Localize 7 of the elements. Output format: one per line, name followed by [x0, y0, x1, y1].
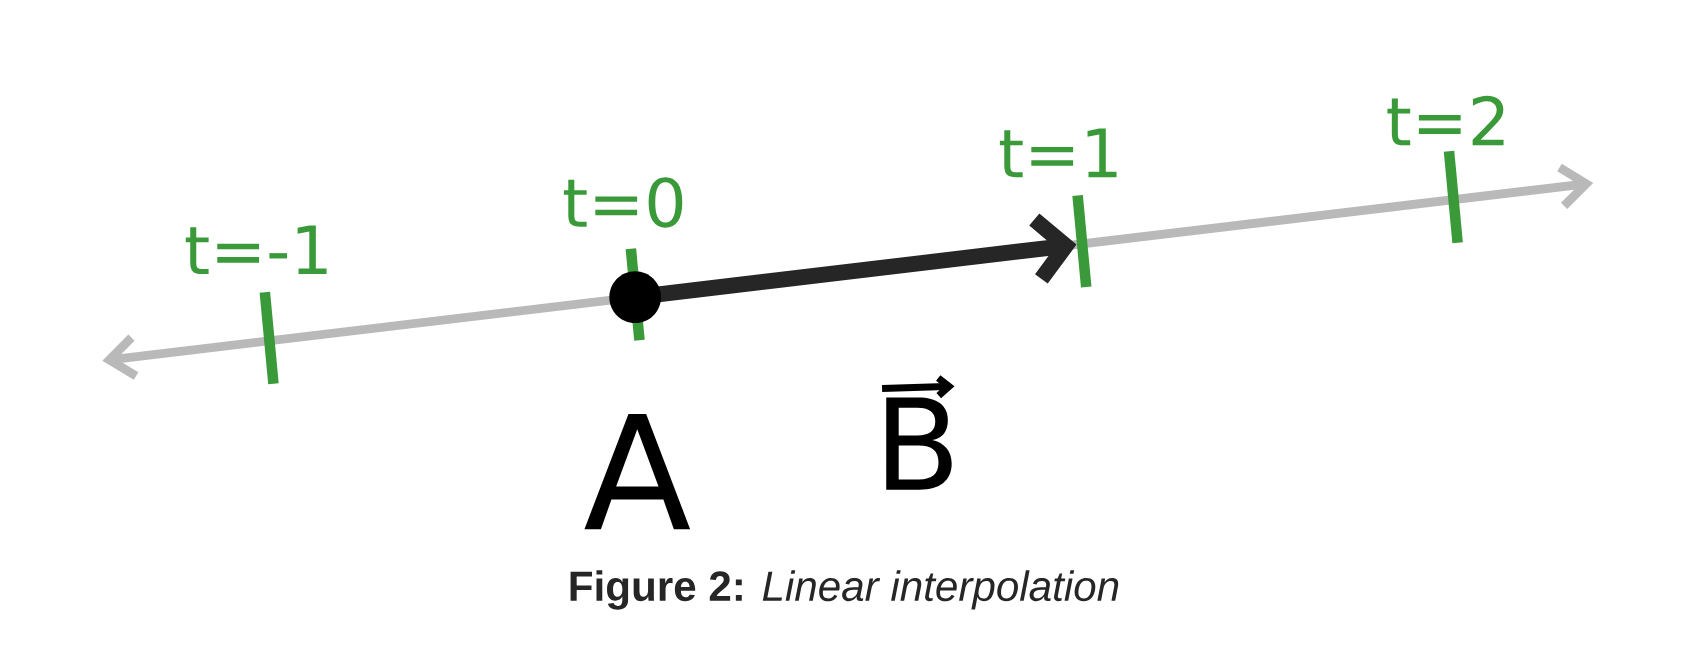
figure-caption: Figure 2: Linear interpolation — [570, 570, 1119, 610]
tick-label: t=0 — [563, 177, 683, 228]
point-label: A — [584, 413, 691, 530]
vector-label: B — [881, 375, 955, 490]
tick-label: t=1 — [999, 128, 1117, 178]
tick-label: t=-1 — [185, 225, 327, 275]
tick-label: t=2 — [1387, 95, 1504, 146]
